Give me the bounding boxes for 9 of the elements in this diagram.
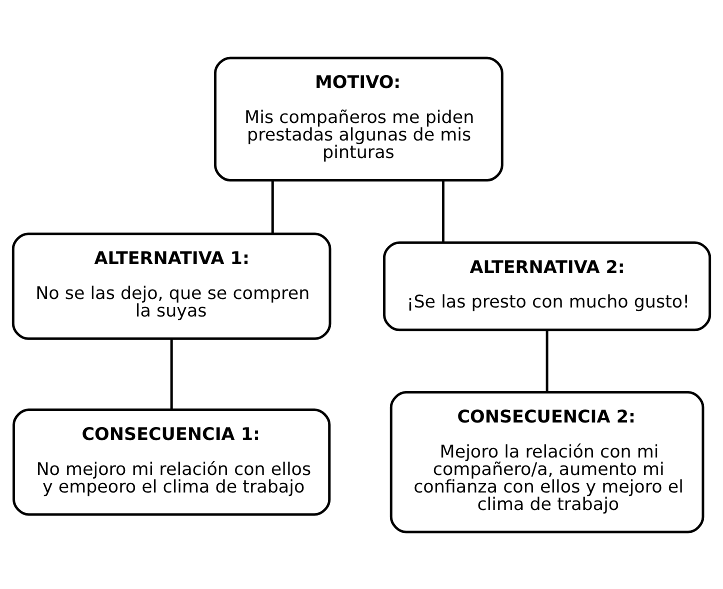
node-box: CONSECUENCIA 2: Mejoro la relación con mi compañero/a, aumento mi confianza con ellos y mejoro el clima de trabajo <box>390 390 704 533</box>
node-box: CONSECUENCIA 1: No mejoro mi relación con ellos y empeoro el clima de trabajo <box>12 408 331 516</box>
node-box: ALTERNATIVA 2: ¡Se las presto con mucho gusto! <box>383 240 712 331</box>
connector <box>170 338 173 409</box>
connector <box>442 180 444 242</box>
connector <box>546 330 548 392</box>
connector <box>271 180 274 234</box>
node-box: MOTIVO: Mis compañeros me piden prestadas algunas de mis pinturas <box>214 56 504 181</box>
node-box: ALTERNATIVA 1: No se las dejo, que se compren la suyas <box>12 232 332 340</box>
